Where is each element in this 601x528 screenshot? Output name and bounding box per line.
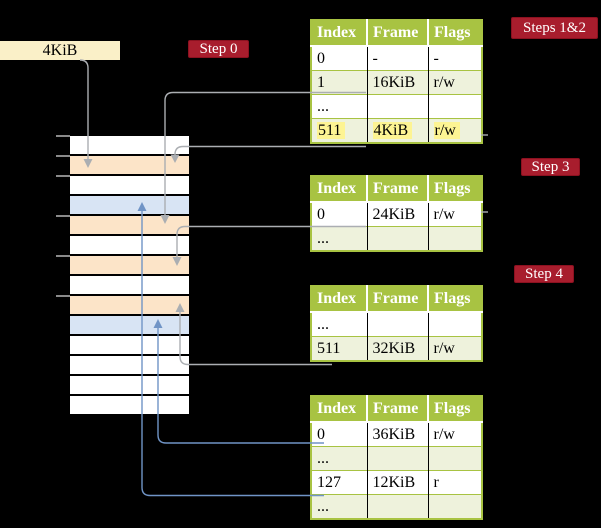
- table-cell: 0: [311, 201, 367, 227]
- memory-frame-cell-blue: [70, 196, 189, 214]
- table-cell: r/w: [427, 118, 482, 143]
- memory-frame-cell-white: [70, 136, 189, 154]
- step-label-steps-1-2: Steps 1&2: [511, 17, 598, 39]
- physical-memory-strip: [70, 136, 189, 416]
- memory-frame-cell-white: [70, 336, 189, 354]
- memory-frame-cell-white: [70, 276, 189, 294]
- table-cell: 36KiB: [366, 421, 428, 447]
- step-label-step-0: Step 0: [188, 40, 249, 58]
- table-cell: r/w: [427, 336, 482, 361]
- column-header: Flags: [427, 286, 482, 313]
- memory-frame-cell-peach: [70, 256, 189, 274]
- table-cell: 32KiB: [366, 336, 428, 361]
- column-header: Index: [311, 286, 367, 313]
- step-label-text: Step 4: [525, 265, 563, 282]
- table-cell: 4KiB: [366, 118, 428, 143]
- memory-frame-cell-white: [70, 396, 189, 414]
- table-cell: 511: [311, 118, 367, 143]
- table-cell: r/w: [427, 70, 482, 95]
- table-cell: [427, 226, 482, 251]
- column-header: Frame: [366, 286, 428, 313]
- page-size-box: 4KiB: [0, 41, 120, 60]
- table-cell: [366, 446, 428, 471]
- memory-frame-cell-peach: [70, 156, 189, 174]
- table-cell: ...: [311, 226, 367, 251]
- memory-frame-cell-white: [70, 236, 189, 254]
- table-cell: [366, 226, 428, 251]
- table-cell: 1: [311, 70, 367, 95]
- step-label-text: Steps 1&2: [523, 19, 586, 36]
- table-cell: [427, 446, 482, 471]
- step-label-step-3: Step 3: [521, 158, 580, 176]
- table-row: ...: [311, 94, 482, 119]
- memory-frame-cell-white: [70, 176, 189, 194]
- address-tick: [56, 155, 70, 157]
- column-header: Frame: [366, 176, 428, 203]
- address-tick: [56, 175, 70, 177]
- column-header: Frame: [366, 20, 428, 47]
- table-cell: 24KiB: [366, 201, 428, 227]
- table-cell: [427, 494, 482, 519]
- table-cell: ...: [311, 446, 367, 471]
- column-header: Index: [311, 176, 367, 203]
- table-cell: [366, 311, 428, 337]
- highlighted-value: 511: [317, 121, 346, 139]
- table-cell: -: [366, 45, 428, 71]
- table-cell: r/w: [427, 201, 482, 227]
- table-cell: ...: [311, 94, 367, 119]
- memory-frame-cell-white: [70, 376, 189, 394]
- column-header: Flags: [427, 176, 482, 203]
- step-label-step-4: Step 4: [514, 265, 574, 283]
- step-label-text: Step 3: [531, 158, 570, 175]
- column-header: Flags: [427, 396, 482, 423]
- table-cell: 127: [311, 470, 367, 495]
- memory-frame-cell-peach: [70, 296, 189, 314]
- highlighted-value: 4KiB: [372, 121, 413, 139]
- table-row: ...: [311, 311, 482, 337]
- table-cell: [366, 94, 428, 119]
- memory-frame-cell-blue: [70, 316, 189, 334]
- table-row: ...: [311, 494, 482, 519]
- table-cell: 511: [311, 336, 367, 361]
- step-label-text: Step 0: [199, 40, 238, 57]
- address-tick: [56, 255, 70, 257]
- address-tick: [56, 215, 70, 217]
- table-cell: 16KiB: [366, 70, 428, 95]
- table-row: ...: [311, 446, 482, 471]
- column-header: Frame: [366, 396, 428, 423]
- address-tick: [56, 135, 70, 137]
- table-cell: ...: [311, 494, 367, 519]
- table-cell: 0: [311, 421, 367, 447]
- highlighted-value: r/w: [433, 121, 460, 139]
- table-row: 0--: [311, 45, 482, 71]
- memory-frame-cell-white: [70, 356, 189, 374]
- table-cell: [427, 311, 482, 337]
- table-cell: -: [427, 45, 482, 71]
- page-size-label: 4KiB: [42, 41, 78, 59]
- memory-frame-cell-peach: [70, 216, 189, 234]
- table-cell: [427, 94, 482, 119]
- column-header: Index: [311, 396, 367, 423]
- table-row: ...: [311, 226, 482, 251]
- arrow-entry511-to-4kib: [174, 145, 366, 155]
- table-cell: 12KiB: [366, 470, 428, 495]
- column-header: Index: [311, 20, 367, 47]
- table-cell: [366, 494, 428, 519]
- table-cell: ...: [311, 311, 367, 337]
- table-row: 511 4KiB r/w: [311, 118, 482, 143]
- table-cell: 0: [311, 45, 367, 71]
- table-cell: r: [427, 470, 482, 495]
- address-tick: [56, 295, 70, 297]
- column-header: Flags: [427, 20, 482, 47]
- table-cell: r/w: [427, 421, 482, 447]
